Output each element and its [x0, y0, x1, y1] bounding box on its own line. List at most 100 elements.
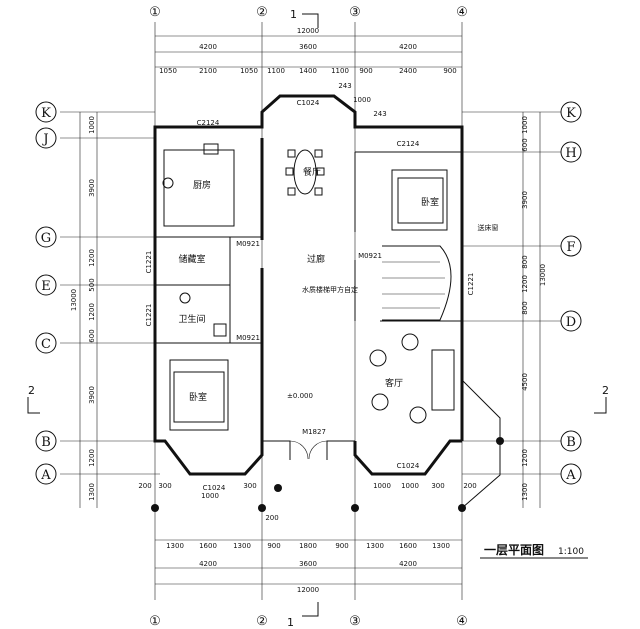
dim-s4: 300 — [243, 482, 256, 490]
axis-H-right: H — [565, 146, 576, 161]
dim-bay-diag-3: 243 — [373, 110, 386, 118]
dim-right-d9: 1300 — [521, 483, 529, 501]
axis-4-bottom: ④ — [456, 614, 468, 629]
room-living: 客厅 — [385, 377, 403, 389]
dim-left-total: 13000 — [70, 289, 78, 311]
dim-s1: 200 — [138, 482, 151, 490]
tag-m0921-bed: M0921 — [358, 252, 382, 260]
row-axis-bubbles-left: K J G E C B A — [35, 101, 57, 485]
column-axis-bubbles-top: ① ② ③ ④ — [149, 5, 468, 20]
section-1-bottom: 1 — [287, 616, 294, 629]
building-walls — [153, 94, 501, 509]
dim-top-d9: 900 — [443, 67, 456, 75]
room-kitchen: 厨房 — [193, 179, 211, 191]
room-bath: 卫生间 — [178, 313, 205, 325]
dim-left-d3: 1200 — [88, 249, 96, 267]
room-bedroom-right: 卧室 — [421, 196, 439, 208]
dim-bot-d8: 1600 — [399, 542, 417, 550]
dim-right-d6: 800 — [521, 301, 529, 314]
dim-s3: 1000 — [201, 492, 219, 500]
section-marks: 1 1 2 2 — [27, 8, 609, 629]
tag-c1221-right: C1221 — [467, 273, 475, 296]
axis-D-right: D — [566, 315, 576, 330]
axis-C-left: C — [41, 337, 51, 352]
column-axis-bubbles-bottom: ① ② ③ ④ — [149, 614, 468, 629]
dim-right-d3: 3900 — [521, 191, 529, 209]
dim-bot-d2: 1600 — [199, 542, 217, 550]
dim-left-d7: 3900 — [88, 386, 96, 404]
stair-note: 水质楼梯甲方自定 — [302, 285, 358, 294]
axis-2-top: ② — [256, 5, 268, 20]
dimension-right: 13000 1000 600 3900 800 1200 800 4500 12… — [521, 112, 547, 508]
dim-s5: 200 — [265, 514, 278, 522]
dim-bay-diag-2: 1000 — [353, 96, 371, 104]
tag-c1221-left-1: C1221 — [145, 251, 153, 274]
axis-A-left: A — [40, 468, 51, 483]
axis-K-right: K — [566, 106, 576, 121]
dim-top-d6: 1100 — [331, 67, 349, 75]
furniture — [162, 143, 455, 431]
dim-top-d5: 1400 — [299, 67, 317, 75]
dim-right-d8: 1200 — [521, 449, 529, 467]
axis-G-left: G — [41, 231, 51, 246]
axis-1-top: ① — [149, 5, 161, 20]
dim-bot-bay-3: 4200 — [399, 560, 417, 568]
room-storage: 储藏室 — [178, 253, 205, 265]
dim-top-total: 12000 — [297, 27, 319, 35]
tag-m0921-storage: M0921 — [236, 240, 260, 248]
axis-2-bottom: ② — [256, 614, 268, 629]
dim-bot-d6: 900 — [335, 542, 348, 550]
opening-tags: C2124 C2124 C1024 C1024 C1024 M0921 M092… — [145, 99, 475, 492]
axis-B-right: B — [566, 435, 576, 450]
dim-bot-d5: 1800 — [299, 542, 317, 550]
axis-3-bottom: ③ — [349, 614, 361, 629]
room-dining: 餐厅 — [303, 166, 321, 178]
room-labels: 厨房 餐厅 储藏室 卫生间 卧室 卧室 过廊 客厅 水质楼梯甲方自定 送床窗 — [178, 166, 498, 403]
dim-left-d2: 3900 — [88, 179, 96, 197]
dim-s8: 1000 — [373, 482, 391, 490]
dim-top-bay-3: 4200 — [399, 43, 417, 51]
dim-s2: 300 — [158, 482, 171, 490]
tag-c1024-bottom-left: C1024 — [203, 484, 226, 492]
dimension-small: 200 300 1000 300 200 1000 200 1000 300 2… — [138, 82, 476, 522]
axis-A-right: A — [565, 468, 576, 483]
axis-K-left: K — [41, 106, 51, 121]
axis-1-bottom: ① — [149, 614, 161, 629]
column-dots — [151, 437, 504, 512]
dim-bot-d1: 1300 — [166, 542, 184, 550]
dimension-left: 13000 1000 3900 1200 500 1200 600 3900 1… — [70, 112, 98, 508]
dim-right-d4: 800 — [521, 255, 529, 268]
dim-top-d1: 1050 — [159, 67, 177, 75]
axis-E-left: E — [41, 279, 51, 294]
tag-c1221-left-2: C1221 — [145, 304, 153, 327]
tag-c2124-left: C2124 — [197, 119, 220, 127]
dim-left-d4: 500 — [88, 278, 96, 291]
room-corridor: 过廊 — [307, 253, 325, 265]
dim-s7: 200 — [463, 482, 476, 490]
dim-bay-diag-1: 243 — [338, 82, 351, 90]
dim-top-bay-2: 3600 — [299, 43, 317, 51]
section-2-left: 2 — [28, 384, 35, 397]
dim-s6: 1000 — [401, 482, 419, 490]
dim-top-d8: 2400 — [399, 67, 417, 75]
dim-bot-bay-1: 4200 — [199, 560, 217, 568]
axis-F-right: F — [566, 240, 575, 255]
tag-m0921-bath: M0921 — [236, 334, 260, 342]
axis-B-left: B — [41, 435, 51, 450]
dimension-bottom: 1300 1600 1300 900 1800 900 1300 1600 13… — [155, 539, 462, 594]
dim-left-d8: 1200 — [88, 449, 96, 467]
dim-left-d9: 1300 — [88, 483, 96, 501]
drawing-scale: 1:100 — [558, 547, 584, 557]
tag-m1827: M1827 — [302, 428, 326, 436]
dim-right-d7: 4500 — [521, 373, 529, 391]
dim-bot-total: 12000 — [297, 586, 319, 594]
dim-top-d7: 900 — [359, 67, 372, 75]
dim-bot-bay-2: 3600 — [299, 560, 317, 568]
dim-top-bay-1: 4200 — [199, 43, 217, 51]
dim-s9: 300 — [431, 482, 444, 490]
dim-top-d4: 1100 — [267, 67, 285, 75]
tag-c1024-top: C1024 — [297, 99, 320, 107]
dim-right-d2: 600 — [521, 138, 529, 151]
window-box-note: 送床窗 — [478, 223, 499, 232]
dimension-top: 12000 4200 3600 4200 1050 2100 1050 1100… — [155, 27, 462, 75]
